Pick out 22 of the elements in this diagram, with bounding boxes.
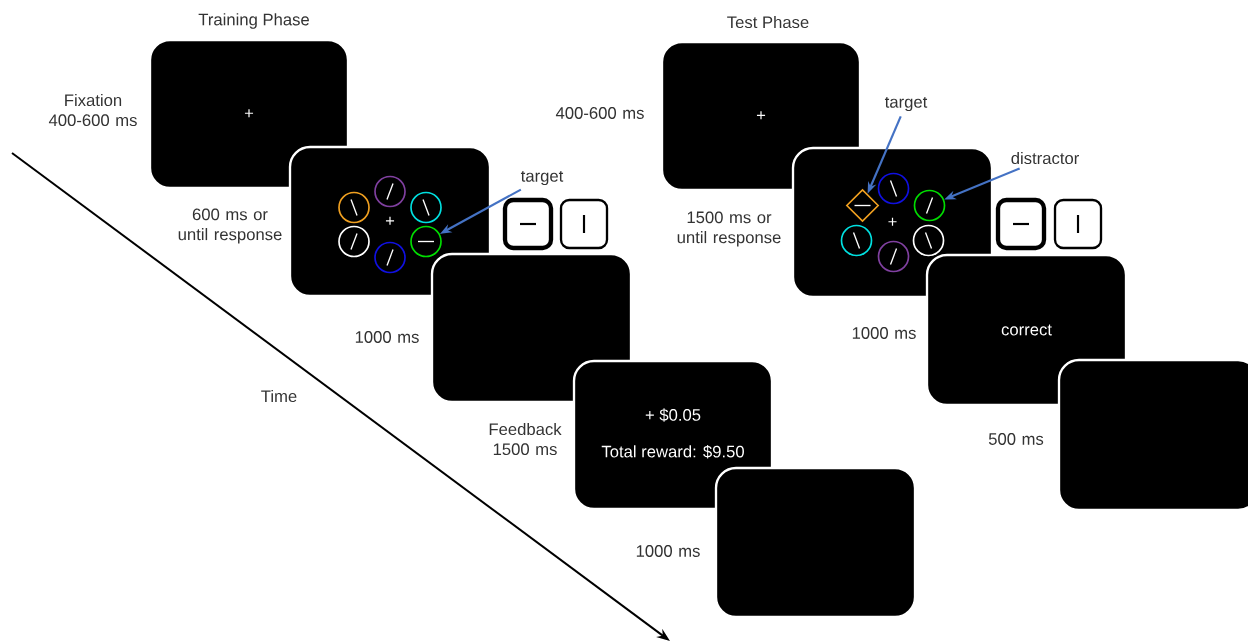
stimulus-screen	[430, 252, 633, 404]
stimulus-screen: +	[148, 38, 350, 190]
duration-label: 1000 ms	[636, 545, 700, 557]
callout-label: target	[520, 170, 564, 186]
duration-label: 1000 ms	[355, 331, 419, 343]
duration-label: 500 ms	[988, 433, 1044, 445]
duration-label: Fixation 400-600 ms	[48, 93, 137, 127]
callout-label: distractor	[1011, 151, 1079, 165]
axis-label: Time	[261, 389, 297, 403]
duration-label: Feedback 1500 ms	[489, 422, 562, 456]
stimulus-circle	[410, 225, 442, 258]
duration-label: 600 ms or until response	[178, 208, 282, 244]
stimulus-screen	[714, 466, 917, 619]
stimulus-screen: correct	[925, 253, 1128, 407]
duration-label: 1500 ms or until response	[677, 211, 781, 247]
stimulus-screen: + $0.05 Total reward: $9.50	[572, 359, 774, 511]
stimulus-screen: +	[660, 40, 862, 192]
stimulus-screen	[1057, 358, 1248, 512]
stimulus-circle	[913, 189, 946, 222]
callout-label: target	[884, 96, 928, 112]
duration-label: 400-600 ms	[555, 107, 644, 119]
duration-label: 1000 ms	[852, 327, 916, 339]
